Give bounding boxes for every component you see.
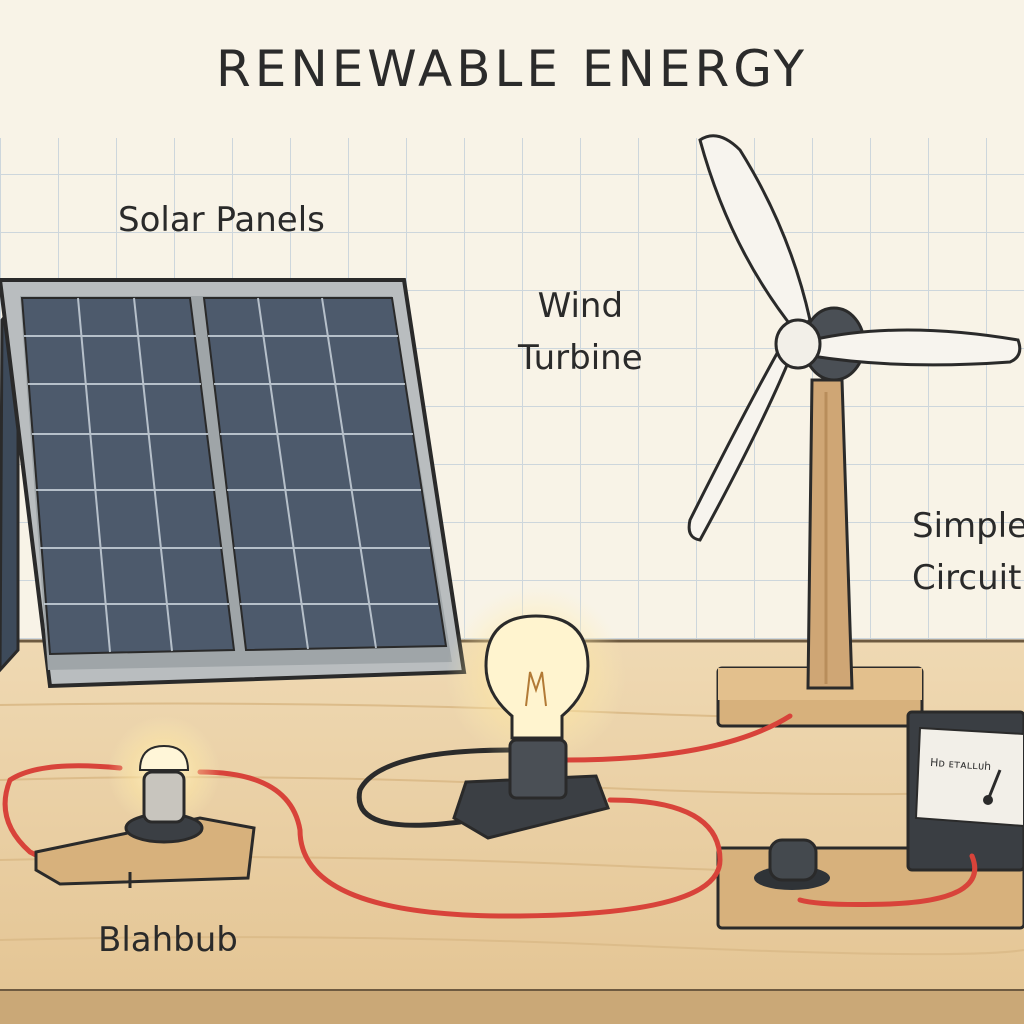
wind-turbine-label-line1: Wind [537,286,624,326]
simple-circuit-label: Simple Circuit [912,500,1024,604]
wind-turbine-icon [687,134,1022,728]
wind-turbine-label-line2: Turbine [518,338,643,378]
simple-circuit-label-line1: Simple [912,506,1024,546]
bulb-label: Blahbub [98,920,238,960]
simple-circuit-label-line2: Circuit [912,558,1022,598]
wind-turbine-label: Wind Turbine [518,280,643,384]
small-bulb-block-icon [34,716,256,888]
page-title: RENEWABLE ENERGY [215,40,808,98]
solar-panels-label: Solar Panels [118,200,325,240]
solar-panel-icon [0,278,467,689]
switch-icon [754,838,830,890]
light-bulb-icon [446,586,626,840]
